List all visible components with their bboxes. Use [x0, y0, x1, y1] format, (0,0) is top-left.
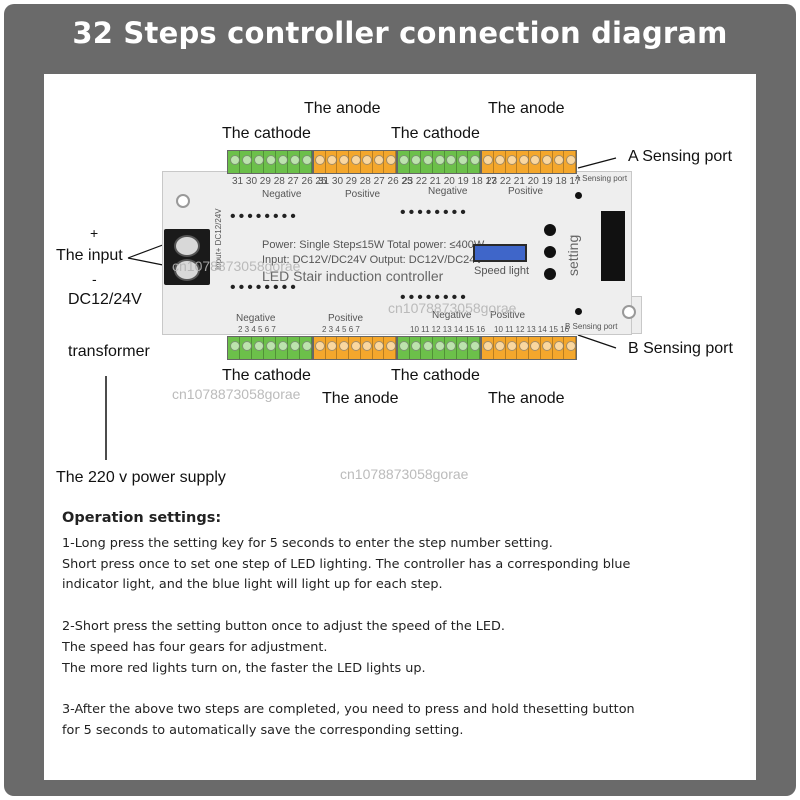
terminal-strip-top-3	[397, 150, 481, 174]
terminal-strip-bottom-4	[481, 336, 577, 360]
pin-numbers-top-3: 23 22 21 20 19 18 17	[402, 176, 497, 187]
setting-button-1[interactable]	[544, 224, 556, 236]
anode-label-top-left: The anode	[304, 100, 381, 117]
a-port-device-label: A Sensing port	[575, 174, 628, 183]
power-supply-label: The 220 v power supply	[56, 469, 226, 486]
anode-label-bottom-right: The anode	[488, 390, 565, 407]
led-dots-top-left: ••••••••	[230, 208, 299, 225]
led-dots-top-right: ••••••••	[400, 204, 469, 221]
device-io-spec: Input: DC12V/DC24V Output: DC12V/DC24V	[262, 254, 483, 266]
input-label: The input	[56, 247, 123, 264]
pin-numbers-bottom-3: 10 11 12 13 14 15 16	[410, 325, 486, 334]
b-port-device-label: B Sensing port	[565, 322, 618, 331]
operation-settings: Operation settings: 1-Long press the set…	[62, 510, 742, 742]
pin-numbers-bottom-1: 2 3 4 5 6 7	[238, 325, 276, 334]
cathode-label-bottom-left: The cathode	[222, 367, 311, 384]
input-minus-sign: -	[92, 271, 97, 287]
terminal-strip-bottom-2	[313, 336, 397, 360]
cathode-label-bottom-right: The cathode	[391, 367, 480, 384]
negative-label-bottom-right: Negative	[432, 310, 472, 321]
paragraph-gap	[62, 679, 742, 700]
mount-hole-left	[176, 194, 190, 208]
cathode-label-top-left: The cathode	[222, 125, 311, 142]
b-port-pointer	[577, 334, 617, 349]
speed-light-label: Speed light	[474, 265, 530, 277]
input-terminal-block	[164, 229, 210, 285]
operation-line: Short press once to set one step of LED …	[62, 556, 631, 572]
watermark: cn1078873058gorae	[388, 300, 517, 316]
anode-label-bottom-left: The anode	[322, 390, 399, 407]
paragraph-gap	[62, 596, 742, 617]
b-port-indicator	[575, 308, 582, 315]
setting-label: setting	[565, 234, 581, 276]
input-screw-positive	[174, 235, 200, 257]
watermark: cn1078873058gorae	[340, 466, 469, 482]
negative-label-bottom-left: Negative	[236, 313, 276, 324]
setting-button-2[interactable]	[544, 246, 556, 258]
negative-label-top-left: Negative	[262, 189, 302, 200]
pin-numbers-top-2: 31 30 29 28 27 26 25	[318, 176, 413, 187]
page-title: 32 Steps controller connection diagram	[72, 16, 728, 50]
pin-numbers-bottom-4: 10 11 12 13 14 15 16	[494, 325, 570, 334]
led-dots-bottom-right: ••••••••	[400, 289, 469, 306]
operation-line: 3-After the above two steps are complete…	[62, 702, 635, 718]
input-plus-sign: +	[90, 225, 99, 241]
b-sensing-port-label: B Sensing port	[628, 340, 733, 357]
operation-line: The more red lights turn on, the faster …	[62, 660, 426, 676]
pin-numbers-top-1: 31 30 29 28 27 26 25	[232, 176, 327, 187]
input-wire-bottom	[127, 257, 169, 267]
input-screw-negative	[174, 259, 200, 281]
sensing-connector	[601, 211, 625, 281]
transformer-label: transformer	[68, 343, 150, 360]
terminal-strip-top-1	[227, 150, 313, 174]
input-wire-top	[127, 242, 169, 259]
voltage-label: DC12/24V	[68, 291, 142, 308]
watermark: cn1078873058gorae	[172, 258, 301, 274]
terminal-strip-bottom-1	[227, 336, 313, 360]
operation-line: for 5 seconds to automatically save the …	[62, 722, 464, 738]
pin-numbers-top-4: 23 22 21 20 19 18 17	[486, 176, 581, 187]
a-sensing-port-label: A Sensing port	[628, 148, 733, 165]
device-power-spec: Power: Single Step≤15W Total power: ≤400…	[262, 239, 485, 251]
operation-line: The speed has four gears for adjustment.	[62, 639, 328, 655]
operation-heading: Operation settings:	[62, 510, 222, 526]
mount-hole-right	[622, 305, 636, 319]
positive-label-top-right: Positive	[508, 186, 544, 197]
terminal-strip-top-4	[481, 150, 577, 174]
negative-label-top-right: Negative	[428, 186, 468, 197]
positive-label-bottom-left: Positive	[328, 313, 364, 324]
cathode-label-top-right: The cathode	[391, 125, 480, 142]
led-dots-bottom-left: ••••••••	[230, 279, 299, 296]
anode-label-top-right: The anode	[488, 100, 565, 117]
operation-line: 1-Long press the setting key for 5 secon…	[62, 536, 553, 551]
watermark: cn1078873058gorae	[172, 386, 301, 402]
device-name: LED Stair induction controller	[262, 268, 444, 284]
a-port-indicator	[575, 192, 582, 199]
a-port-pointer	[577, 157, 617, 169]
operation-line: 2-Short press the setting button once to…	[62, 619, 505, 635]
positive-label-top-left: Positive	[345, 189, 381, 200]
terminal-strip-bottom-3	[397, 336, 481, 360]
pin-numbers-bottom-2: 2 3 4 5 6 7	[322, 325, 360, 334]
terminal-strip-top-2	[313, 150, 397, 174]
operation-line: indicator light, and the blue light will…	[62, 577, 443, 593]
speed-light-display	[473, 244, 527, 262]
positive-label-bottom-right: Positive	[490, 310, 526, 321]
setting-button-3[interactable]	[544, 268, 556, 280]
